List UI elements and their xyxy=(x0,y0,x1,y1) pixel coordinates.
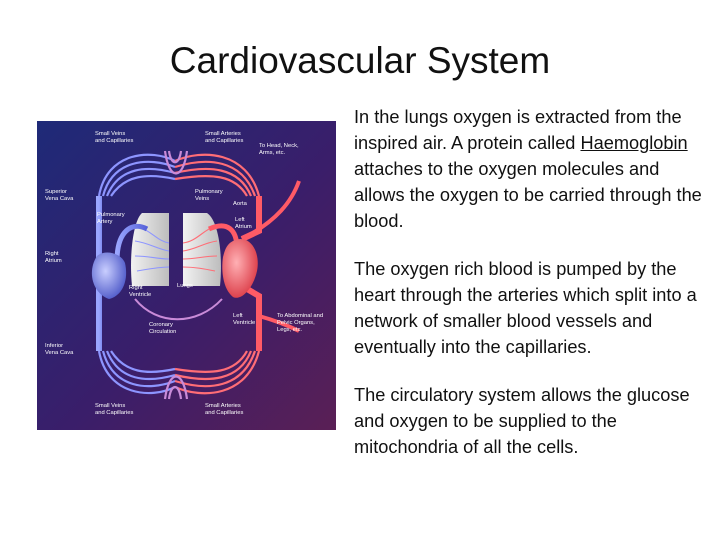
label-right-ventricle-2: Ventricle xyxy=(129,292,151,298)
artery-to-abdomen xyxy=(258,314,300,333)
lower-capillary-bed xyxy=(97,350,261,400)
label-small-veins-bottom: Small Veins xyxy=(95,403,125,409)
paragraph-arteries: The oxygen rich blood is pumped by the h… xyxy=(354,259,697,357)
label-right-ventricle-1: Right xyxy=(129,285,143,291)
label-left-atrium-1: Left xyxy=(235,217,245,223)
paragraph-lungs-a: In the lungs oxygen is extracted from th… xyxy=(354,107,682,153)
label-left-ventricle-1: Left xyxy=(233,313,243,319)
label-pulm-artery-1: Pulmonary xyxy=(97,212,125,218)
label-small-arteries-bottom: Small Arteries xyxy=(205,403,241,409)
label-coronary-1: Coronary xyxy=(149,322,173,328)
slide-title: Cardiovascular System xyxy=(169,40,551,81)
label-to-abdominal-2: Pelvic Organs, xyxy=(277,320,315,326)
label-capillaries-top-left: and Capillaries xyxy=(95,138,133,144)
paragraph-lungs: In the lungs oxygen is extracted from th… xyxy=(354,104,710,234)
upper-capillary-bed xyxy=(97,150,261,197)
label-capillaries-top-right: and Capillaries xyxy=(205,138,243,144)
artery-to-head xyxy=(241,180,301,241)
label-capillaries-bottom-right: and Capillaries xyxy=(205,410,243,416)
label-to-abdominal-3: Legs, etc. xyxy=(277,327,303,333)
label-to-abdominal-1: To Abdominal and xyxy=(277,313,323,319)
label-right-atrium-2: Atrium xyxy=(45,258,62,264)
label-coronary-2: Circulation xyxy=(149,329,176,335)
circulatory-diagram-svg: Small Veins and Capillaries Small Arteri… xyxy=(37,121,336,430)
label-lungs: Lungs xyxy=(177,283,193,289)
right-heart xyxy=(91,252,127,299)
label-to-head-2: Arms, etc. xyxy=(259,150,285,156)
label-pulm-veins-1: Pulmonary xyxy=(195,189,223,195)
label-superior-2: Vena Cava xyxy=(45,196,74,202)
label-small-veins-top: Small Veins xyxy=(95,131,125,137)
label-superior-1: Superior xyxy=(45,189,67,195)
body-text: In the lungs oxygen is extracted from th… xyxy=(354,104,710,482)
label-left-atrium-2: Atrium xyxy=(235,224,252,230)
paragraph-lungs-b: attaches to the oxygen molecules and all… xyxy=(354,159,702,231)
coronary-circulation xyxy=(134,298,223,321)
pulmonary-artery xyxy=(114,223,149,262)
circulatory-diagram: Small Veins and Capillaries Small Arteri… xyxy=(37,121,336,430)
label-left-ventricle-2: Ventricle xyxy=(233,320,255,326)
label-aorta: Aorta xyxy=(233,201,248,207)
label-right-atrium-1: Right xyxy=(45,251,59,257)
label-inferior-1: Inferior xyxy=(45,343,63,349)
label-inferior-2: Vena Cava xyxy=(45,350,74,356)
label-capillaries-bottom-left: and Capillaries xyxy=(95,410,133,416)
label-to-head-1: To Head, Neck, xyxy=(259,143,299,149)
diagram-labels: Small Veins and Capillaries Small Arteri… xyxy=(45,131,323,416)
haemoglobin-link[interactable]: Haemoglobin xyxy=(580,133,688,153)
label-small-arteries-top: Small Arteries xyxy=(205,131,241,137)
label-pulm-artery-2: Artery xyxy=(97,219,113,225)
paragraph-circulatory: The circulatory system allows the glucos… xyxy=(354,385,690,457)
left-heart xyxy=(222,239,258,298)
label-pulm-veins-2: Veins xyxy=(195,196,209,202)
